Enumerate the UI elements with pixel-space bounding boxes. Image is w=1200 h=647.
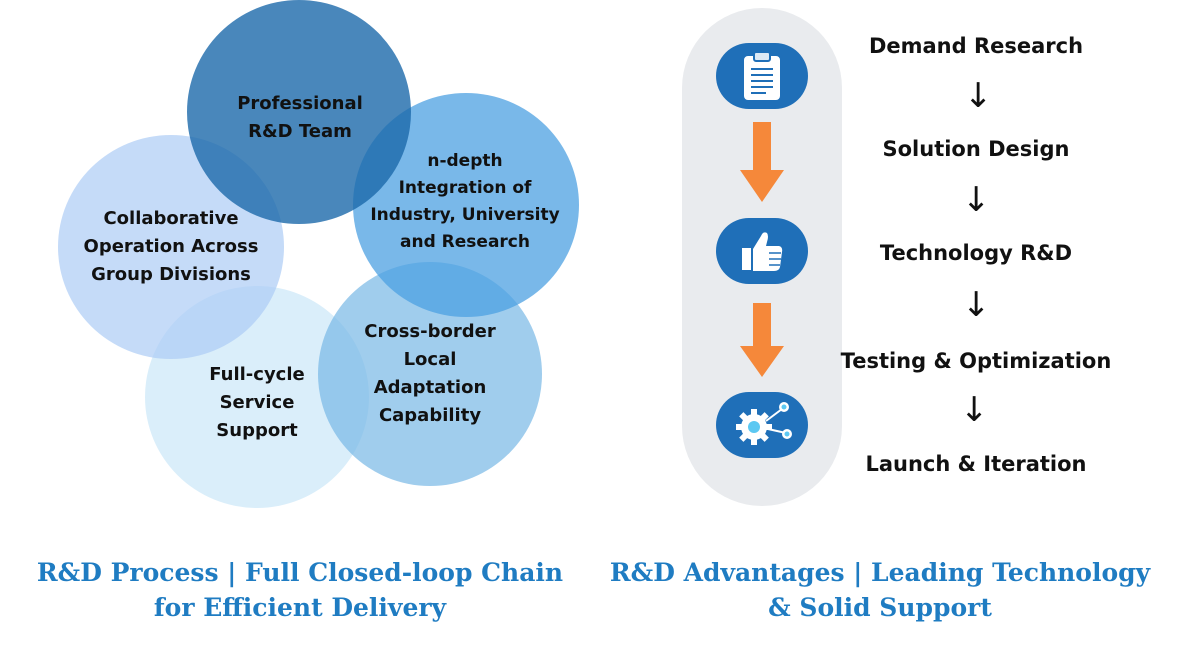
label-integration: n-depth Integration of Industry, Univers…: [370, 151, 560, 252]
left-caption: R&D Process | Full Closed-loop Chain for…: [36, 558, 564, 622]
down-arrow-1: ↓: [964, 76, 993, 116]
step-technology-rd: Technology R&D: [879, 241, 1073, 265]
label-collaborative: Collaborative Operation Across Group Div…: [83, 208, 259, 285]
gear-network-icon: [736, 402, 792, 445]
step-testing-optimization: Testing & Optimization: [840, 349, 1112, 373]
step-demand-research: Demand Research: [868, 34, 1084, 58]
down-arrow-2: ↓: [962, 180, 991, 220]
label-cross-border: Cross-border Local Adaptation Capability: [364, 321, 496, 426]
label-professional: Professional R&D Team: [237, 93, 363, 142]
orange-arrow-2: [740, 303, 784, 377]
down-arrow-4: ↓: [960, 390, 989, 430]
step-solution-design: Solution Design: [882, 137, 1070, 161]
label-full-cycle: Full-cycle Service Support: [209, 364, 305, 441]
thumbs-up-badge: [716, 218, 808, 284]
thumbs-up-icon: [742, 232, 783, 271]
circle-professional: [187, 0, 411, 224]
clipboard-badge: [716, 43, 808, 109]
orange-arrow-1: [740, 122, 784, 202]
right-caption: R&D Advantages | Leading Technology & So…: [609, 558, 1151, 622]
clipboard-icon: [744, 51, 780, 100]
gear-badge: [716, 392, 808, 458]
step-launch-iteration: Launch & Iteration: [865, 452, 1087, 476]
down-arrow-3: ↓: [962, 285, 991, 325]
